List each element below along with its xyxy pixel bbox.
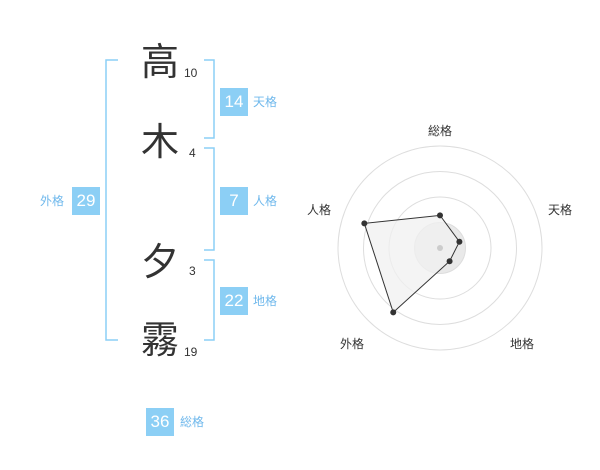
radar-point-5: [361, 220, 368, 227]
stroke-count-1: 10: [184, 66, 198, 80]
radar-ring: [337, 145, 543, 351]
gaikaku-badge: 29: [72, 187, 100, 215]
radar-label-gaikaku: 外格: [340, 337, 365, 351]
radar-point-2: [456, 238, 463, 245]
tenkaku-bracket: [204, 59, 215, 139]
radar-label-tenkaku: 天格: [548, 203, 573, 217]
radar-label-soukaku: 総格: [428, 124, 453, 138]
tenkaku-badge: 14: [220, 88, 248, 116]
tenkaku-label: 天格: [253, 95, 278, 109]
name-char-2: 木: [140, 120, 179, 164]
radar-polygon: [363, 214, 460, 314]
jinkaku-badge: 7: [220, 187, 248, 215]
jinkaku-bracket: [204, 147, 215, 251]
gaikaku-bracket: [105, 59, 118, 341]
stroke-count-3: 3: [189, 264, 196, 278]
stroke-count-4: 19: [184, 345, 198, 359]
radar-label-jinkaku: 人格: [307, 203, 332, 217]
radar-point-3: [446, 258, 453, 265]
radar-point-4: [390, 309, 397, 316]
chikaku-badge: 22: [220, 287, 248, 315]
name-char-1: 高: [140, 40, 179, 84]
soukaku-label: 総格: [180, 415, 205, 429]
stroke-count-2: 4: [189, 146, 196, 160]
name-char-3: 夕: [140, 240, 179, 284]
radar-chart: [337, 145, 543, 351]
center-dot-icon: [437, 245, 443, 251]
gaikaku-label: 外格: [40, 194, 65, 208]
chikaku-bracket: [204, 259, 215, 341]
name-char-4: 霧: [140, 318, 179, 362]
radar-ring: [363, 171, 517, 325]
brackets: [105, 59, 215, 341]
radar-label-chikaku: 地格: [510, 337, 535, 351]
radar-point-1: [437, 212, 443, 219]
soukaku-badge: 36: [146, 408, 174, 436]
chikaku-label: 地格: [253, 294, 278, 308]
jinkaku-label: 人格: [253, 194, 278, 208]
